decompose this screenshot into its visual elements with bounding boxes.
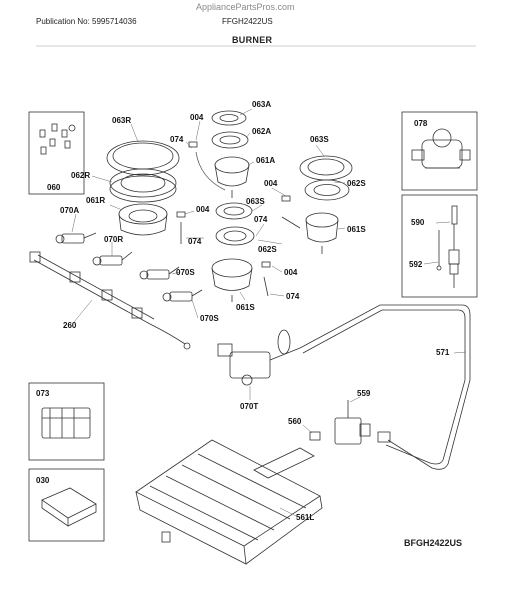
burner-cap-063R: [106, 140, 180, 176]
module-030: [41, 487, 97, 527]
label-260: 260: [63, 321, 77, 330]
label-063S-center: 063S: [246, 197, 265, 206]
diagram-code: BFGH2422US: [404, 538, 463, 548]
leader-lines: [71, 108, 467, 517]
label-004a: 004: [190, 113, 204, 122]
label-560: 560: [288, 417, 302, 426]
screws-060: [39, 123, 76, 155]
label-074d: 074: [286, 292, 300, 301]
label-061R: 061R: [86, 196, 105, 205]
burner-cap-063A: [211, 110, 247, 126]
label-060: 060: [47, 183, 61, 192]
igniter-590: [448, 205, 460, 288]
label-590: 590: [411, 218, 425, 227]
label-061S: 061S: [347, 225, 366, 234]
regulator-078: [411, 128, 471, 169]
thermocouple-074c: [281, 216, 301, 229]
label-004c: 004: [264, 179, 278, 188]
burner-base-061A: [214, 156, 250, 198]
label-073: 073: [36, 389, 50, 398]
valve-070A: [55, 232, 97, 244]
label-062A: 062A: [252, 127, 271, 136]
valve-070T: [217, 329, 301, 386]
spring-004d: [261, 261, 271, 268]
label-004d: 004: [284, 268, 298, 277]
spring-004c: [281, 195, 291, 202]
electrode-592: [436, 230, 442, 271]
valve-070R: [92, 251, 133, 266]
label-070S: 070S: [176, 268, 195, 277]
spark-module-073: [41, 407, 91, 439]
burner-head-062R: [109, 168, 177, 203]
burner-base-061S-lower: [211, 258, 253, 302]
box-590: [401, 194, 478, 298]
label-070R: 070R: [104, 235, 123, 244]
label-062R: 062R: [71, 171, 90, 180]
burner-base-061S: [305, 212, 339, 254]
spring-004b: [176, 211, 186, 218]
box-030: [28, 468, 105, 542]
label-004b: 004: [196, 205, 210, 214]
label-030: 030: [36, 476, 50, 485]
label-559: 559: [357, 389, 371, 398]
burner-cap-063S: [299, 155, 353, 181]
burner-head-062S-center: [215, 226, 255, 246]
box-073: [28, 382, 105, 461]
burner-base-061R: [118, 203, 168, 236]
section-title: BURNER: [232, 35, 273, 45]
label-074a: 074: [170, 135, 184, 144]
label-063R: 063R: [112, 116, 131, 125]
burner-head-062A: [211, 131, 249, 149]
label-061A: 061A: [256, 156, 275, 165]
model-number: FFGH2422US: [222, 17, 273, 26]
fitting-559: [334, 400, 391, 445]
label-070S-lower: 070S: [200, 314, 219, 323]
valve-070S-lower: [162, 289, 203, 302]
gas-line-571-inner: [302, 309, 466, 465]
box-060: [28, 111, 85, 195]
label-061S-lower: 061S: [236, 303, 255, 312]
label-062S: 062S: [347, 179, 366, 188]
orifice-560: [309, 431, 321, 441]
label-063A: 063A: [252, 100, 271, 109]
label-078: 078: [414, 119, 428, 128]
burner-box-561L: [135, 439, 323, 565]
label-561L: 561L: [296, 513, 314, 522]
valve-070S: [139, 266, 180, 280]
label-592: 592: [409, 260, 423, 269]
label-074c: 074: [254, 215, 268, 224]
label-070T: 070T: [240, 402, 258, 411]
publication-number: Publication No: 5995714036: [36, 17, 137, 26]
burner-head-062S: [304, 179, 350, 201]
harness-260: [29, 251, 191, 350]
thermocouple-074d: [263, 276, 269, 297]
label-070A: 070A: [60, 206, 79, 215]
label-074b: 074: [188, 237, 202, 246]
label-063S: 063S: [310, 135, 329, 144]
thermocouple-074a: [195, 151, 226, 191]
gas-line-571: [299, 304, 471, 470]
box-078: [401, 111, 478, 191]
spring-004a: [188, 141, 198, 148]
watermark: AppliancePartsPros.com: [196, 2, 295, 12]
label-062S-center: 062S: [258, 245, 277, 254]
label-571: 571: [436, 348, 450, 357]
